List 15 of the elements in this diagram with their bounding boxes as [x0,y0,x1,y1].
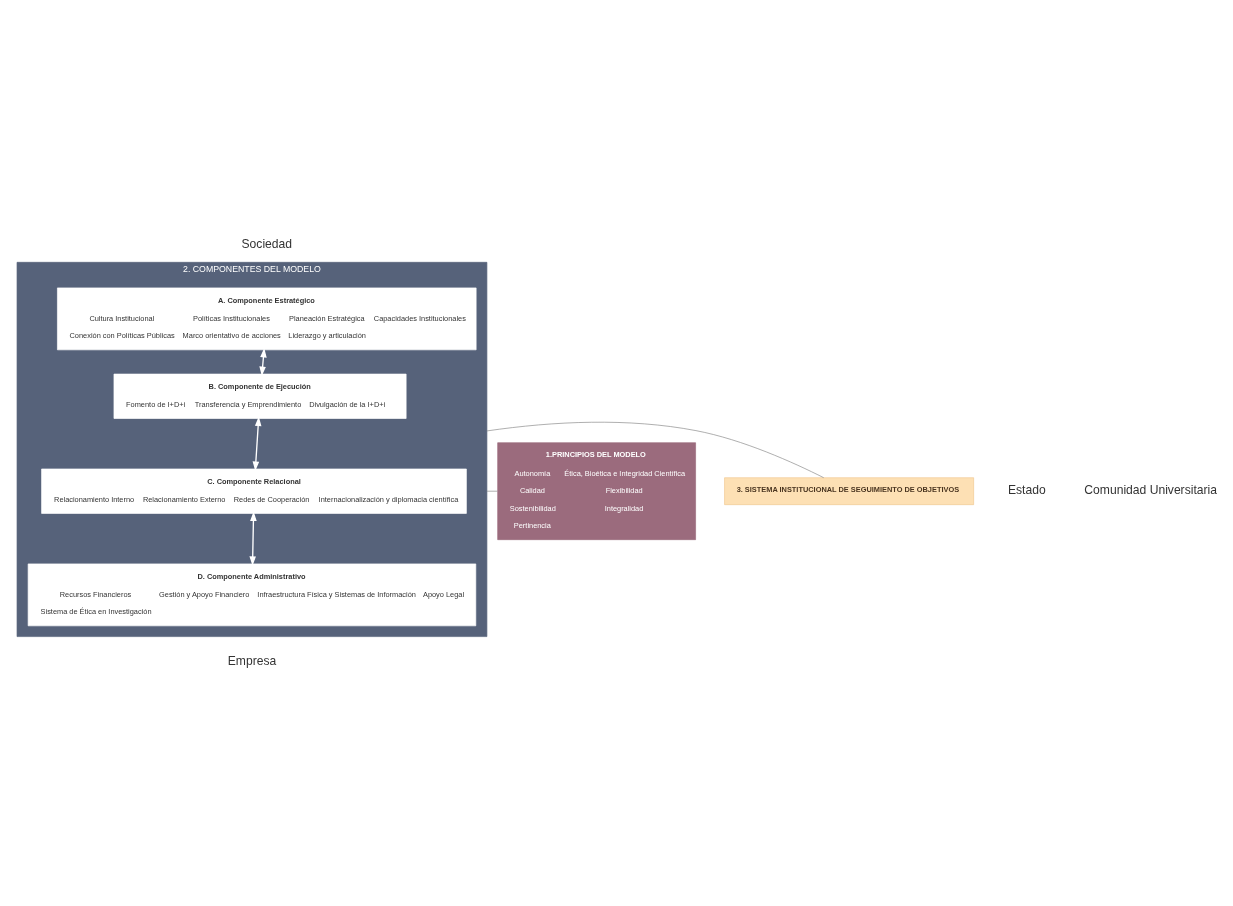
connector [486,421,825,478]
node-box: 3. SISTEMA INSTITUCIONAL DE SEGUIMIENTO DE OBJETIVOS [724,476,974,505]
label: Sociedad [241,236,293,251]
node-box: B. Componente de Ejecución Fomento de I+D+i Transferencia y Emprendimiento Divulgación de la I+D+i [113,373,407,419]
label: Estado [1007,482,1046,497]
label: Empresa [227,653,277,668]
node-box: A. Componente Estratégico Cultura Institucional Políticas Institucionales Planeación Estratégica Capacidades Institucionales Conexión con Políticas Públicas Marco orientativo de acciones Liderazgo y articulación [57,287,477,350]
node-box: C. Componente Relacional Relacionamiento Interno Relacionamiento Externo Redes de Cooperación Internacionalización y diplomacia científica [41,468,467,514]
arrow [249,511,257,566]
label: Comunidad Universitaria [1084,482,1217,497]
connector [486,490,498,492]
node-box: 1.PRINCIPIOS DEL MODELO Autonomía Ética, Bioética e Integridad Científica Calidad Flexibilidad Sostenibilidad Integralidad Pertinencia [497,441,696,540]
arrow [252,416,262,471]
node-box: D. Componente Administrativo Recursos Financieros Gestión y Apoyo Financiero Infraestructura Física y Sistemas de Información Apoyo Legal Sistema de Ética en Investigación [27,563,477,626]
arrow [259,347,267,376]
